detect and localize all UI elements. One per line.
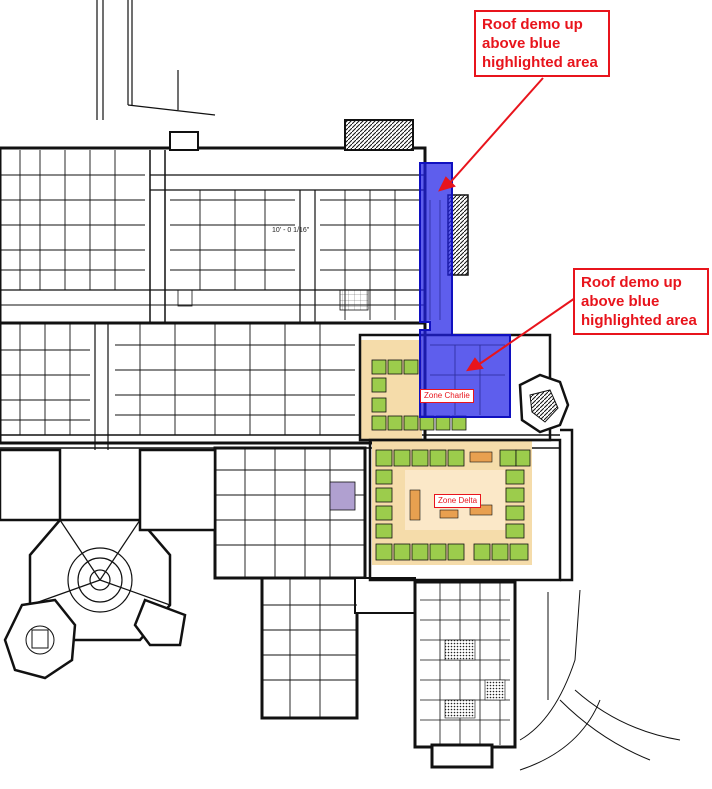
callout-arrows <box>438 77 579 372</box>
west-pod <box>3 598 77 680</box>
callout-arrow-2 <box>477 295 579 366</box>
roof-demo-callout-top: Roof demo up above blue highlighted area <box>474 10 610 77</box>
callout-arrow-1 <box>447 77 544 186</box>
green-rooms <box>371 359 531 561</box>
roof-demo-highlight <box>419 162 511 418</box>
nurse-station-furniture <box>409 451 493 521</box>
dimension-label: 10' - 0 1/16" <box>272 227 310 234</box>
south-east-fixtures <box>444 639 506 719</box>
south-east-wing <box>413 580 517 769</box>
zone-delta-label: Zone Delta <box>434 494 482 508</box>
north-rooms <box>0 150 425 320</box>
driveway <box>519 589 681 771</box>
arrow-head-2 <box>465 357 484 372</box>
arrow-head-1 <box>438 176 456 192</box>
north-utility-lines <box>96 0 216 120</box>
middle-band <box>0 321 560 450</box>
roof-demo-callout-bottom: Roof demo up above blue highlighted area <box>573 268 709 335</box>
south-central-rooms <box>215 448 365 718</box>
zone-charlie-label: Zone Charlie <box>420 389 474 403</box>
octagon-center <box>29 519 171 613</box>
purple-room <box>329 481 356 511</box>
middle-rooms <box>0 323 355 435</box>
